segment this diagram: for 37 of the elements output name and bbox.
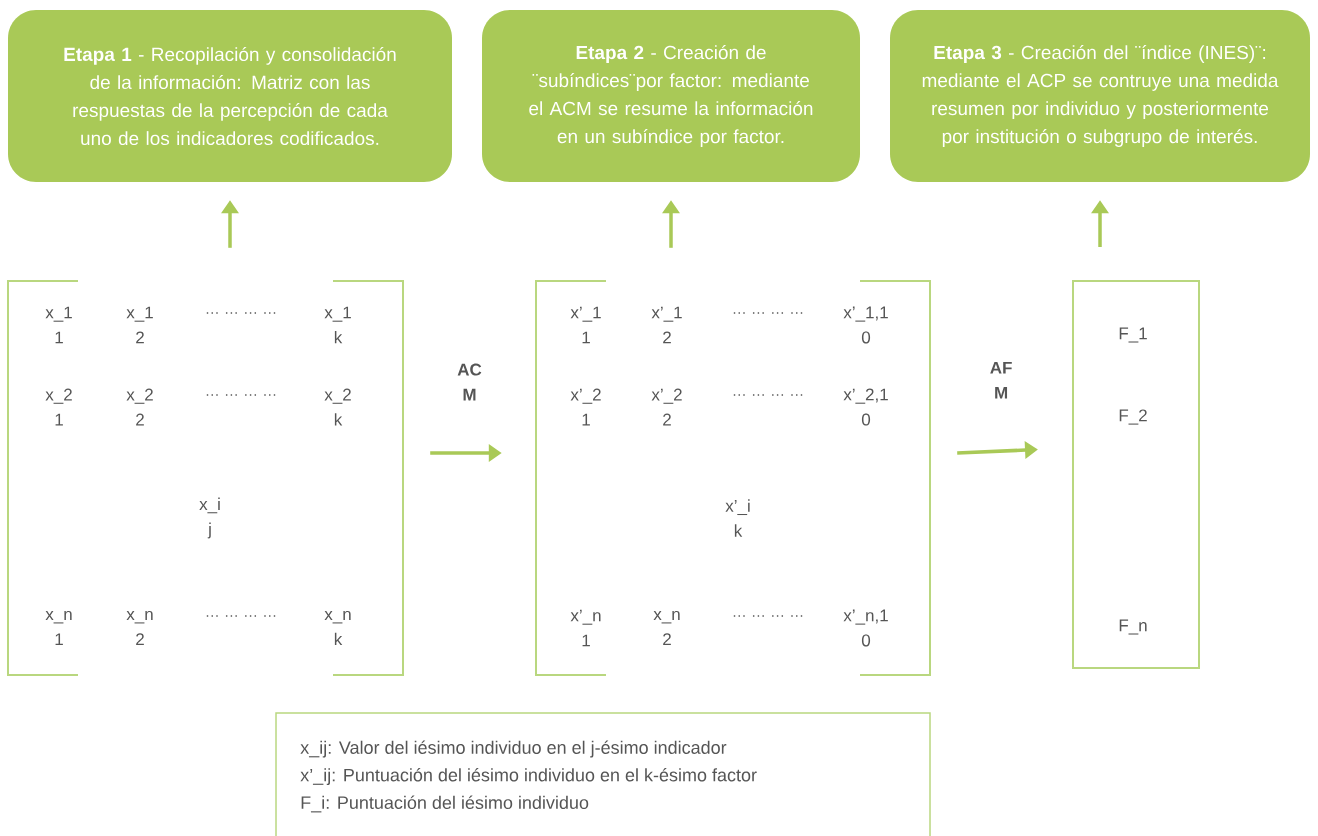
vector-entry: F_1 bbox=[1119, 327, 1147, 343]
vector-entry: F_n bbox=[1119, 619, 1147, 635]
stage-box: Etapa 3 - Creación del ¨índice (INES)¨: mediante el ACP se contruye una medida resumen por individuo y posteriormente por institución o subgrupo de interés. bbox=[890, 10, 1310, 182]
ellipsis: … … … … bbox=[206, 394, 276, 396]
matrix-entry: x’_1,1 0 bbox=[843, 306, 888, 344]
matrix-entry: x_1 1 bbox=[45, 306, 72, 344]
matrix-entry: x_1 k bbox=[324, 306, 351, 344]
stage-box: Etapa 1 - Recopilación y consolidación de la información: Matriz con las respuestas de la percepción de cada uno de los indicadores codificados. bbox=[8, 10, 452, 182]
matrix-entry: x_2 k bbox=[324, 388, 351, 426]
matrix-entry: x_2 1 bbox=[45, 388, 72, 426]
note-line: x’_ij: Puntuación del iésimo individuo en el k-ésimo factor bbox=[300, 768, 757, 785]
matrix-entry: x_n k bbox=[324, 610, 351, 646]
vector-entry: F_2 bbox=[1119, 409, 1147, 425]
ellipsis: … … … … bbox=[206, 312, 276, 314]
note-line: F_i: Puntuación del iésimo individuo bbox=[301, 795, 589, 813]
matrix-entry: x_n 2 bbox=[126, 610, 153, 646]
matrix-entry: x’_n,1 0 bbox=[843, 609, 888, 647]
note-line: x_ij: Valor del iésimo individuo en el j-ésimo indicador bbox=[300, 740, 727, 758]
matrix-entry: x_1 2 bbox=[126, 306, 153, 344]
matrix-entry: x’_2 1 bbox=[570, 388, 601, 426]
matrix-entry: x_n 2 bbox=[653, 610, 680, 646]
matrix-entry: x’_1 2 bbox=[651, 306, 682, 344]
matrix-entry: x’_1 1 bbox=[570, 306, 601, 344]
matrix-entry: x’_2,1 0 bbox=[843, 388, 888, 426]
ellipsis: … … … … bbox=[206, 615, 276, 617]
edge-label: AF M bbox=[990, 361, 1012, 399]
matrix-entry: x_n 1 bbox=[45, 610, 72, 646]
ellipsis: … … … … bbox=[733, 615, 803, 617]
matrix-entry: x_i j bbox=[199, 497, 220, 539]
matrix-entry: x’_n 1 bbox=[570, 609, 601, 647]
edge-label: AC M bbox=[457, 363, 482, 401]
matrix-entry: x’_i k bbox=[725, 499, 750, 537]
matrix-entry: x_2 2 bbox=[126, 388, 153, 426]
matrix-entry: x’_2 2 bbox=[651, 388, 682, 426]
ellipsis: … … … … bbox=[733, 312, 803, 314]
stage-box: Etapa 2 - Creación de ¨subíndices¨por factor: mediante el ACM se resume la información en un subíndice por factor. bbox=[482, 10, 860, 182]
ellipsis: … … … … bbox=[733, 394, 803, 396]
